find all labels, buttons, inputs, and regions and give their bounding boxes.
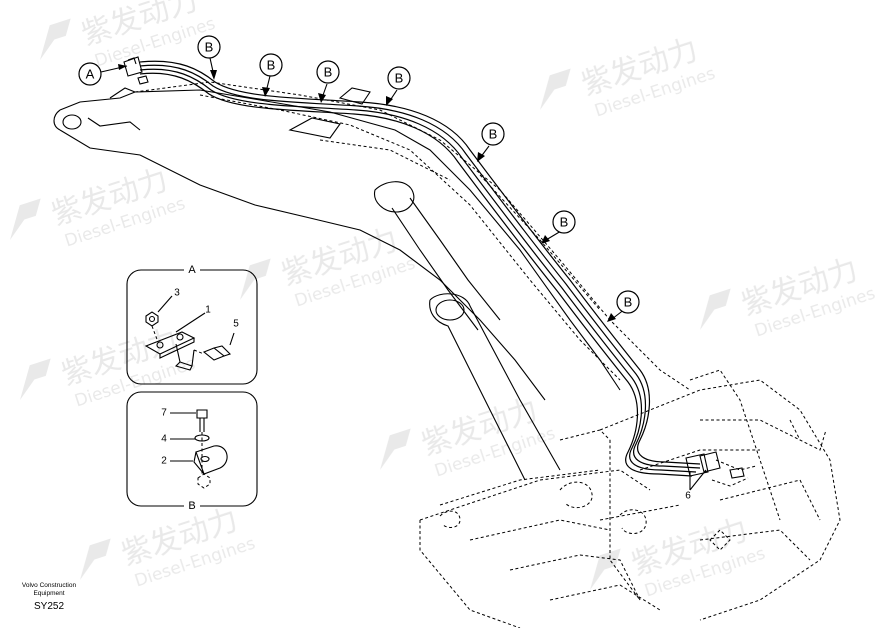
callout-b[interactable]: B [552, 210, 576, 234]
footer-company-line1: Volvo Construction [21, 582, 77, 589]
callout-b[interactable]: B [316, 60, 340, 84]
watermark-tile: 紫发动力 Diesel-Engines [80, 502, 258, 592]
hose-fittings [123, 56, 757, 487]
callout-b-label: B [489, 127, 498, 142]
footer-company-line2: Equipment [33, 590, 65, 597]
callout-b-label: B [205, 40, 214, 55]
lower-frame-dashed [419, 429, 731, 628]
watermark-tile: 紫发动力 Diesel-Engines [40, 0, 218, 72]
callout-a-label: A [86, 67, 95, 82]
callout-b-label: B [324, 65, 333, 80]
callout-b-label: B [267, 58, 276, 73]
watermark-tile: 紫发动力 Diesel-Engines [700, 252, 878, 342]
callout-b[interactable]: B [481, 122, 505, 146]
part-number-7: 7 [161, 408, 167, 419]
callout-b[interactable]: B [197, 35, 221, 59]
part-number-1: 1 [205, 305, 211, 316]
detail-a-title: A [188, 264, 196, 276]
watermark-tile: 紫发动力 Diesel-Engines [590, 512, 768, 602]
watermark-tile: 紫发动力 Diesel-Engines [380, 392, 558, 482]
callout-b[interactable]: B [259, 53, 283, 77]
detail-b[interactable]: B 7 4 2 [126, 391, 258, 513]
callout-b-label: B [624, 295, 633, 310]
footer-diagram-code: SY252 [33, 601, 65, 612]
watermark-tile: 紫发动力 Diesel-Engines [10, 162, 188, 252]
watermark-tile: 紫发动力 Diesel-Engines [240, 222, 418, 312]
watermark-tile: 紫发动力 Diesel-Engines [540, 32, 718, 122]
callout-b-label: B [395, 71, 404, 86]
detail-a[interactable]: A 3 1 5 [126, 263, 258, 385]
part-number-5: 5 [233, 319, 239, 330]
upper-frame-dashed [599, 369, 841, 621]
boom-dashed-outline [134, 81, 691, 391]
callout-b[interactable]: B [616, 290, 640, 314]
footer-block: Volvo Construction Equipment SY252 [14, 582, 84, 614]
detail-b-title: B [188, 500, 195, 512]
part-number-6: 6 [685, 491, 691, 502]
callout-b[interactable]: B [387, 66, 411, 90]
part-number-4: 4 [161, 434, 167, 445]
part-number-2: 2 [161, 456, 167, 467]
watermark-tile: 紫发动力 Diesel-Engines [20, 322, 198, 412]
callout-leaders [100, 57, 707, 491]
hose-bundle [139, 60, 701, 477]
callout-a[interactable]: A [78, 62, 102, 86]
callout-b-label: B [560, 215, 569, 230]
part-number-3: 3 [174, 288, 180, 299]
